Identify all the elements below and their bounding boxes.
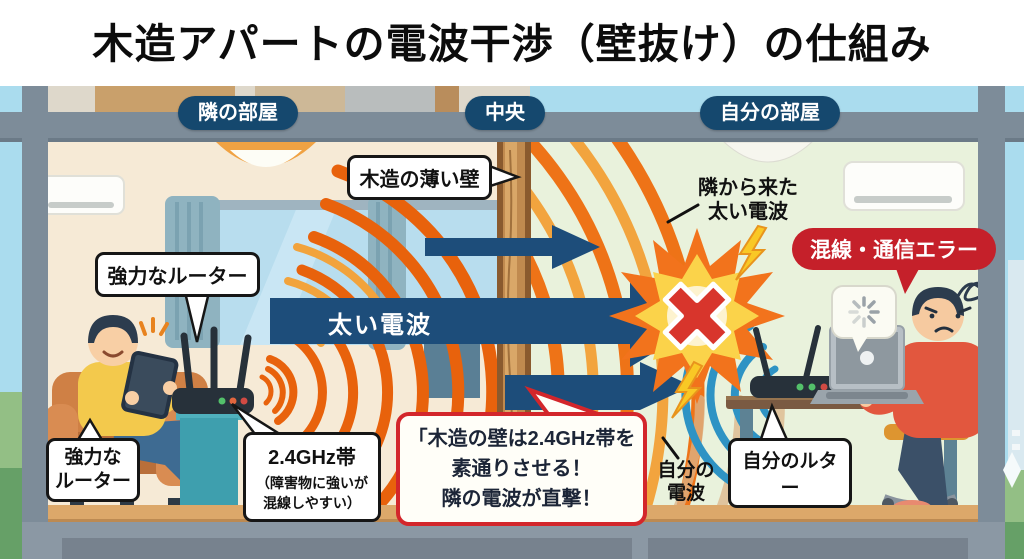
page-title: 木造アパートの電波干渉（壁抜け）の仕組み [92,21,932,67]
room-label-center: 中央 [465,96,545,130]
explain-line1: 「木造の壁は2.4GHz帯を [407,428,636,450]
band-title: 2.4GHz帯 [268,447,356,469]
laptop-icon [810,325,924,404]
label-neighbor-wave: 隣から来た 太い電波 [688,176,808,224]
router-left-icon [172,326,254,510]
label-own-wave: 自分の 電波 [645,460,727,506]
callout-thin-wall: 木造の薄い壁 [347,155,492,200]
own-wave-line1: 自分の [657,460,715,481]
powerful-router-line2: ルーター [54,470,131,492]
ceiling-lamp-right-icon [722,141,814,163]
router-right-icon [750,325,838,398]
loading-spinner-bubble-icon [831,285,897,352]
callout-24ghz-band: 2.4GHz帯 （障害物に強いが 混線しやすい） [243,432,381,522]
error-badge: 混線・通信エラー [792,228,996,270]
lightning-icon-top [735,224,768,281]
radio-wave-arrows [270,225,706,410]
neighbor-wave-line1: 隣から来た [698,177,798,199]
callout-explanation-box: 「木造の壁は2.4GHz帯を 素通りさせる！ 隣の電波が直撃！ [396,412,647,526]
powerful-router-line1: 強力な [64,447,122,468]
own-wave-line2: 電波 [666,482,705,504]
band-note-2: 混線しやすい） [263,495,361,511]
error-x-icon [662,281,732,351]
band-note-1: （障害物に強いが [256,475,368,491]
wifi-waves-left [259,164,497,512]
air-conditioner-left-icon [39,175,125,215]
room-label-neighbor: 隣の部屋 [178,96,298,130]
label-thick-wave: 太い電波 [328,312,432,339]
room-label-mine: 自分の部屋 [700,96,840,130]
neighbor-wave-line2: 太い電波 [708,201,788,223]
callout-powerful-router-box: 強力な ルーター [46,438,140,502]
grass [0,392,1024,559]
callout-powerful-router: 強力なルーター [95,252,260,297]
sparkle-icon [1003,452,1021,488]
explain-line2: 素通りさせる！ [451,458,592,480]
lightning-icon-bottom [671,360,704,419]
annoyance-scribble-icon [956,281,978,302]
explain-line3: 隣の電波が直撃！ [441,488,602,510]
callout-own-router: 自分のルター [728,438,852,508]
air-conditioner-right-icon [843,161,965,211]
